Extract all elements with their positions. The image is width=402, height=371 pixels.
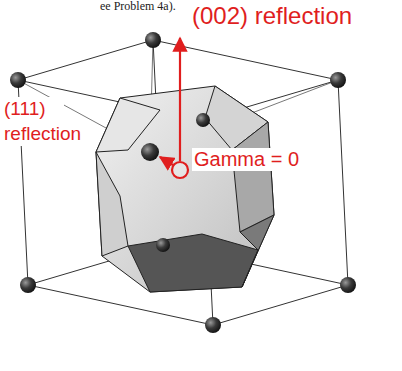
cube-edges xyxy=(18,40,348,325)
atoms xyxy=(10,32,356,333)
reference-note: ee Problem 4a). xyxy=(98,0,178,12)
reflection-arrows xyxy=(160,38,188,178)
reflection-label: (002) reflection xyxy=(190,2,354,30)
point-label: Gamma = 0 xyxy=(192,148,301,171)
brillouin-zone xyxy=(96,86,274,292)
reflection-label: (111) reflection xyxy=(2,97,64,146)
